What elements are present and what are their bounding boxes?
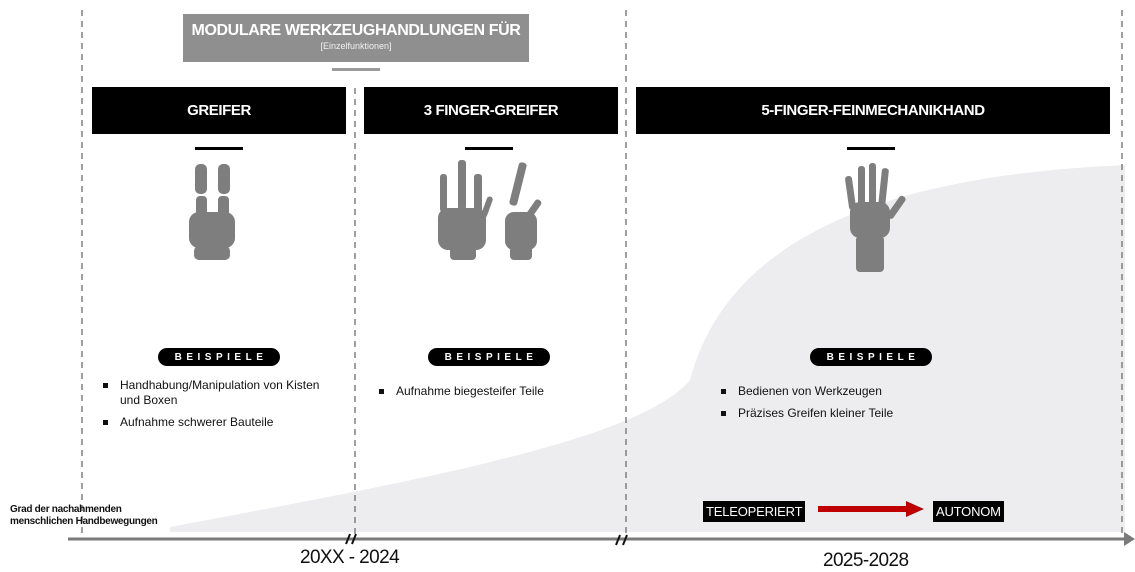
five-finger-hand-image bbox=[845, 163, 906, 272]
list-item: Präzises Greifen kleiner Teile bbox=[718, 406, 1018, 421]
period-label-first: 20XX - 2024 bbox=[300, 547, 400, 568]
axis-break-right bbox=[615, 534, 628, 546]
axis-break-left bbox=[345, 533, 357, 545]
growth-curve-area bbox=[170, 165, 1125, 532]
column-dash-3-finger-greifer bbox=[465, 147, 513, 150]
section-subtitle: [Einzelfunktionen] bbox=[320, 41, 392, 51]
teleoperated-tag: TELEOPERIERT bbox=[703, 501, 806, 522]
list-item: Aufnahme schwerer Bauteile bbox=[100, 415, 340, 430]
column-dash-greifer bbox=[195, 147, 243, 150]
three-finger-gripper-image bbox=[438, 160, 542, 260]
list-item: Aufnahme biegesteifer Teile bbox=[376, 384, 616, 399]
examples-list-3-finger-greifer: Aufnahme biegesteifer Teile bbox=[376, 384, 616, 406]
axis-label: Grad der nachahmenden menschlichen Handb… bbox=[10, 504, 158, 527]
examples-pill-3-finger-greifer: BEISPIELE bbox=[428, 348, 550, 366]
column-header-greifer: GREIFER bbox=[92, 87, 346, 134]
gripper-image bbox=[189, 164, 235, 260]
autonomous-tag: AUTONOM bbox=[933, 501, 1004, 522]
period-label-second: 2025-2028 bbox=[823, 550, 909, 571]
section-title-box: MODULARE WERKZEUGHANDLUNGEN FÜR [Einzelf… bbox=[183, 14, 529, 62]
transition-arrow-head bbox=[906, 501, 924, 517]
column-header-3-finger-greifer: 3 FINGER-GREIFER bbox=[364, 87, 618, 134]
examples-pill-greifer: BEISPIELE bbox=[158, 348, 280, 366]
column-header-5-finger-hand: 5-FINGER-FEINMECHANIKHAND bbox=[636, 87, 1110, 134]
list-item: Bedienen von Werkzeugen bbox=[718, 384, 1018, 399]
column-dash-5-finger-hand bbox=[847, 147, 895, 150]
examples-pill-5-finger-hand: BEISPIELE bbox=[810, 348, 932, 366]
examples-list-greifer: Handhabung/Manipulation von Kisten und B… bbox=[100, 378, 340, 437]
timeline-arrowhead bbox=[1124, 532, 1135, 546]
list-item: Handhabung/Manipulation von Kisten und B… bbox=[100, 378, 340, 408]
title-underline bbox=[332, 68, 380, 71]
section-title: MODULARE WERKZEUGHANDLUNGEN FÜR bbox=[191, 22, 521, 39]
examples-list-5-finger-hand: Bedienen von Werkzeugen Präzises Greifen… bbox=[718, 384, 1018, 428]
